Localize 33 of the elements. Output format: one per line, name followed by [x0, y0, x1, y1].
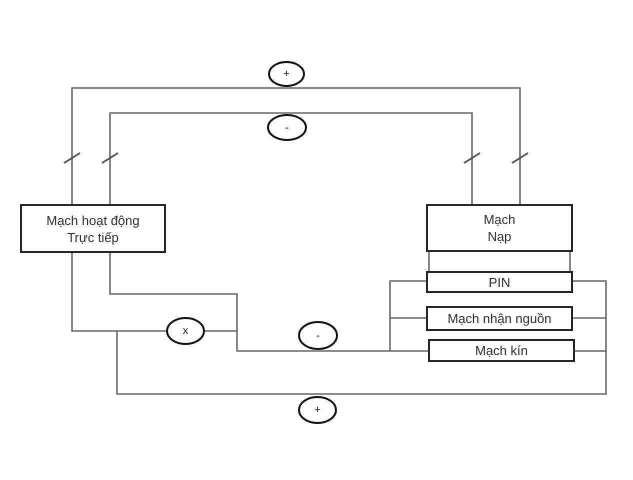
wire — [109, 112, 473, 204]
block-label: Mạch hoạt động Trực tiếp — [45, 212, 141, 246]
wire — [390, 350, 428, 352]
wire — [205, 330, 237, 332]
wire — [573, 280, 607, 318]
circuit-block — [426, 204, 573, 252]
block-label: Mạch kín — [475, 342, 528, 359]
wire — [605, 318, 607, 351]
wire — [71, 87, 521, 204]
polarity-sign: - — [285, 122, 289, 134]
wire — [390, 317, 426, 319]
wire — [573, 317, 606, 319]
circuit-block — [428, 339, 575, 362]
polarity-sign: + — [283, 68, 290, 80]
circuit-block — [426, 306, 573, 331]
polarity-sign: - — [316, 330, 320, 342]
wire — [575, 350, 606, 352]
block-label: Mạch nhận nguồn — [447, 310, 552, 327]
wire — [116, 331, 607, 395]
circuit-block — [20, 204, 166, 253]
wire — [109, 253, 238, 331]
wire — [389, 318, 391, 351]
wire — [117, 330, 166, 332]
lamp-mark: x — [182, 325, 188, 337]
wire — [236, 331, 390, 352]
wire — [71, 253, 117, 332]
block-label: Mạch Nạp — [482, 211, 516, 245]
block-label: PIN — [488, 274, 510, 290]
wire — [428, 252, 430, 271]
wire — [389, 280, 426, 318]
circuit-block — [426, 271, 573, 293]
polarity-sign: + — [314, 404, 321, 416]
wire — [569, 252, 571, 271]
